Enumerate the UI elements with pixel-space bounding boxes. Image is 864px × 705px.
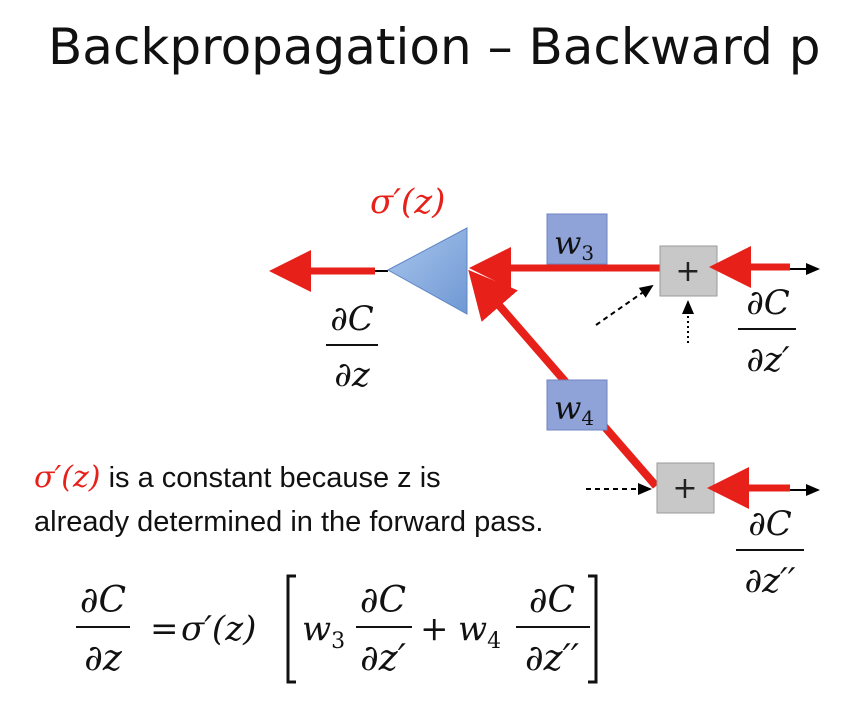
svg-text:+: + xyxy=(420,609,449,649)
svg-text:∂z′: ∂z′ xyxy=(746,340,789,380)
w4-label: w4 xyxy=(554,389,594,430)
svg-text:∂z: ∂z xyxy=(334,355,371,395)
svg-text:∂C: ∂C xyxy=(529,580,575,621)
dc-dz-fraction: ∂C ∂z xyxy=(326,299,378,395)
neuron-triangle xyxy=(386,227,468,315)
svg-text:∂C: ∂C xyxy=(360,580,406,621)
note-sigma: σ′(z) xyxy=(34,460,101,495)
note-line-2: already determined in the forward pass. xyxy=(34,506,544,538)
svg-text:∂z′′: ∂z′′ xyxy=(525,638,579,679)
svg-text:∂C: ∂C xyxy=(746,283,790,323)
plus-box-bottom xyxy=(656,462,715,514)
svg-text:∂z′: ∂z′ xyxy=(360,638,406,679)
plus-top-dashed-input xyxy=(595,284,654,326)
svg-text:σ′(z): σ′(z) xyxy=(181,609,256,649)
note-line-1-text: is a constant because z is xyxy=(100,462,441,494)
dc-dz-double-prime-fraction: ∂C ∂z′′ xyxy=(736,504,804,601)
w4-box xyxy=(546,379,608,431)
plus-top-label: + xyxy=(675,254,700,289)
svg-text:∂C: ∂C xyxy=(748,504,792,544)
dc-dz-prime-fraction: ∂C ∂z′ xyxy=(738,283,796,380)
svg-text:∂z′′: ∂z′′ xyxy=(745,561,796,601)
svg-text:∂z: ∂z xyxy=(84,638,123,679)
sigma-prime-label: σ′(z) xyxy=(370,182,445,222)
page-title: Backpropagation – Backward p xyxy=(48,18,821,76)
svg-text:w3: w3 xyxy=(302,609,345,654)
svg-text:=: = xyxy=(150,609,179,649)
plus-bottom-label: + xyxy=(672,471,697,506)
svg-text:w4: w4 xyxy=(458,609,501,654)
note-line-1: σ′(z) is a constant because z is xyxy=(34,456,543,500)
svg-text:∂C: ∂C xyxy=(80,580,126,621)
plus-box-top xyxy=(659,245,718,297)
w3-box xyxy=(546,213,608,265)
constant-note: σ′(z) is a constant because z is already… xyxy=(34,456,543,544)
backprop-equation: ∂C ∂z = σ′(z) w3 ∂C ∂z′ + w4 ∂C ∂z′′ xyxy=(76,574,598,684)
w3-label: w3 xyxy=(554,224,594,265)
svg-text:∂C: ∂C xyxy=(330,299,374,339)
